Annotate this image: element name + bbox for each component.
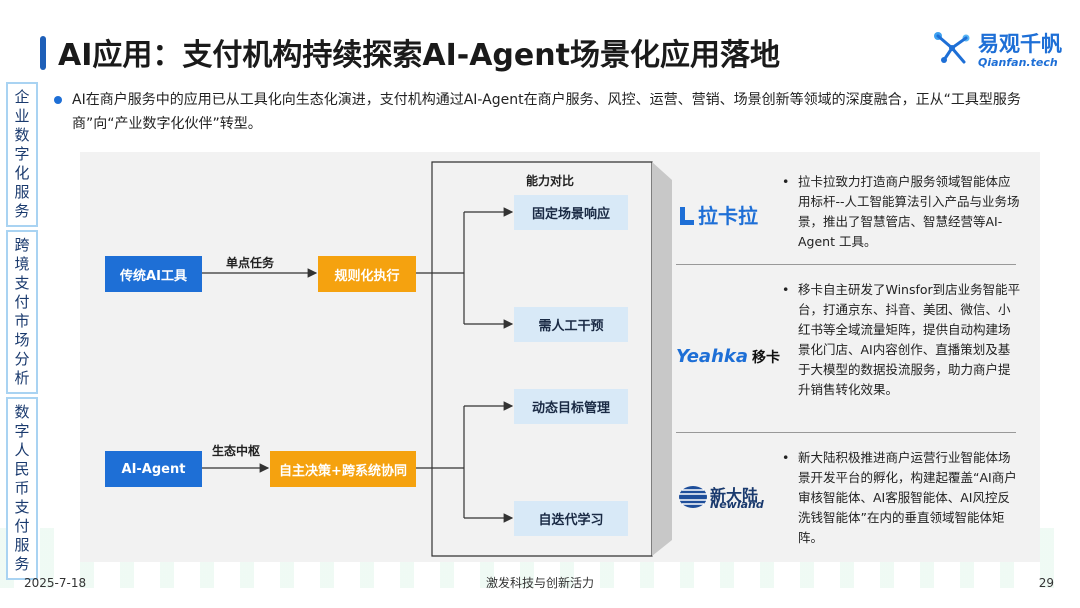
side-nav: 企业数字化服务 跨境支付市场分析 数字人民币支付服务 xyxy=(6,82,38,583)
side-tab-char: 数 xyxy=(14,126,30,144)
intro-bullet-icon xyxy=(54,96,62,104)
footer-slogan: 激发科技与创新活力 xyxy=(485,576,594,590)
side-tab-char: 字 xyxy=(14,422,30,440)
traditional-ai-box: 传统AI工具 xyxy=(105,256,202,292)
side-tab-char: 服 xyxy=(14,536,30,554)
divider-2 xyxy=(676,432,1016,433)
traditional-link-label: 单点任务 xyxy=(226,256,275,270)
yeahka-desc: 移卡自主研发了Winsfor到店业务智能平台，打通京东、抖音、美团、微信、小红书… xyxy=(798,282,1021,397)
agent-mode-box: 自主决策+跨系统协同 xyxy=(270,451,416,487)
side-tab-char: 人 xyxy=(14,441,30,459)
logo-sub: Qianfan.tech xyxy=(978,56,1058,69)
brand-yeahka-text: • 移卡自主研发了Winsfor到店业务智能平台，打通京东、抖音、美团、微信、小… xyxy=(782,280,1022,400)
side-tab-ecny[interactable]: 数字人民币支付服务 xyxy=(6,397,38,580)
side-tab-char: 境 xyxy=(14,255,30,273)
side-tab-char: 企 xyxy=(14,88,30,106)
yeahka-logo-en: Yeahka xyxy=(676,346,748,367)
brand-newland-text: • 新大陆积极推进商户运营行业智能体场景开发平台的孵化，构建起覆盖“AI商户审核… xyxy=(782,448,1022,548)
bullet-icon: • xyxy=(782,174,790,189)
side-tab-char: 支 xyxy=(14,498,30,516)
side-tab-char: 务 xyxy=(14,202,30,220)
qianfan-logo-icon xyxy=(934,32,970,64)
cap-dynamic-goal: 动态目标管理 xyxy=(514,389,628,424)
side-tab-char: 场 xyxy=(14,331,30,349)
side-tab-char: 币 xyxy=(14,479,30,497)
side-tab-char: 支 xyxy=(14,274,30,292)
newland-desc: 新大陆积极推进商户运营行业智能体场景开发平台的孵化，构建起覆盖“AI商户审核智能… xyxy=(798,450,1017,545)
logo-name: 易观千帆 xyxy=(978,32,1062,56)
bullet-icon: • xyxy=(782,282,790,297)
compare-title: 能力对比 xyxy=(526,174,575,188)
side-tab-char: 业 xyxy=(14,107,30,125)
agent-link-label: 生态中枢 xyxy=(212,444,261,458)
lakala-logo: 拉卡拉 xyxy=(680,200,758,229)
side-tab-char: 分 xyxy=(14,350,30,368)
title-accent-bar xyxy=(40,36,46,70)
bullet-icon: • xyxy=(782,450,790,465)
side-tab-char: 付 xyxy=(14,517,30,535)
side-tab-digital-service[interactable]: 企业数字化服务 xyxy=(6,82,38,227)
cap-fixed-response: 固定场景响应 xyxy=(514,195,628,230)
ai-agent-box: AI-Agent xyxy=(105,451,202,487)
side-tab-char: 字 xyxy=(14,145,30,163)
newland-globe-icon xyxy=(679,486,707,508)
brand-logo: 易观千帆 Qianfan.tech xyxy=(930,26,1070,72)
lakala-desc: 拉卡拉致力打造商户服务领域智能体应用标杆--人工智能算法引入产品与业务场景，推出… xyxy=(798,174,1020,249)
newland-logo-en: Newland xyxy=(710,498,764,511)
side-tab-char: 服 xyxy=(14,183,30,201)
side-tab-char: 市 xyxy=(14,312,30,330)
side-tab-char: 析 xyxy=(14,369,30,387)
side-tab-cross-border[interactable]: 跨境支付市场分析 xyxy=(6,230,38,394)
lakala-logo-icon xyxy=(680,207,694,225)
lakala-logo-text: 拉卡拉 xyxy=(698,204,758,228)
cap-manual-intervention: 需人工干预 xyxy=(514,307,628,342)
yeahka-logo-cn: 移卡 xyxy=(752,350,780,366)
side-tab-char: 跨 xyxy=(14,236,30,254)
footer-date: 2025-7-18 xyxy=(24,576,87,590)
side-tab-char: 付 xyxy=(14,293,30,311)
cap-self-learning: 自迭代学习 xyxy=(514,501,628,536)
page-number: 29 xyxy=(1038,576,1054,590)
side-tab-char: 务 xyxy=(14,555,30,573)
traditional-mode-box: 规则化执行 xyxy=(318,256,416,292)
newland-logo-cn: 新大陆 xyxy=(710,486,759,505)
page-title: AI应用：支付机构持续探索AI-Agent场景化应用落地 xyxy=(58,38,780,73)
divider-1 xyxy=(676,264,1016,265)
side-tab-char: 化 xyxy=(14,164,30,182)
side-tab-char: 民 xyxy=(14,460,30,478)
brand-lakala-text: • 拉卡拉致力打造商户服务领域智能体应用标杆--人工智能算法引入产品与业务场景，… xyxy=(782,172,1022,252)
side-tab-char: 数 xyxy=(14,403,30,421)
intro-text: AI在商户服务中的应用已从工具化向生态化演进，支付机构通过AI-Agent在商户… xyxy=(72,92,1021,132)
